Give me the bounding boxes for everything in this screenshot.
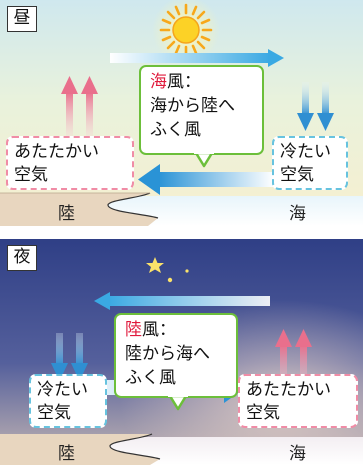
cool-air-line: 冷たい	[280, 142, 331, 162]
night-title: 夜	[7, 245, 37, 271]
cool-air-line: 空気	[280, 165, 314, 185]
warm-air-line: あたたかい	[14, 142, 99, 162]
callout-title-rest: 風：	[142, 320, 176, 340]
upper-wind-arrow	[110, 49, 284, 67]
callout-highlight: 陸	[125, 320, 142, 340]
cool-air-label: 冷たい 空気	[29, 374, 107, 428]
rising-warm-air-arrows	[275, 329, 312, 385]
star-icon	[146, 257, 189, 283]
callout-highlight: 海	[150, 72, 167, 92]
surface-wind-arrow	[138, 164, 274, 195]
land-label: 陸	[58, 204, 75, 224]
cool-air-label: 冷たい 空気	[272, 136, 348, 190]
sinking-cool-air-arrows	[51, 333, 88, 381]
land-label: 陸	[58, 444, 75, 464]
ground	[0, 192, 363, 226]
callout-title: 陸風：	[125, 318, 227, 342]
callout-title-rest: 風：	[167, 72, 201, 92]
sea-breeze-callout: 海風： 海から陸へ ふく風	[139, 65, 264, 155]
warm-air-line: 空気	[14, 165, 48, 185]
sea-label: 海	[289, 444, 306, 464]
callout-line: ふく風	[150, 120, 201, 140]
day-title: 昼	[7, 6, 37, 32]
cool-air-line: 空気	[37, 403, 71, 423]
sinking-cool-air-arrows	[297, 82, 334, 131]
warm-air-label: あたたかい 空気	[238, 374, 358, 428]
rising-warm-air-arrows	[61, 76, 98, 137]
ground	[0, 433, 363, 465]
callout-line: 海から陸へ	[150, 96, 235, 116]
callout-line: 陸から海へ	[125, 344, 210, 364]
cool-air-line: 冷たい	[37, 380, 88, 400]
land-breeze-callout: 陸風： 陸から海へ ふく風	[114, 313, 238, 398]
warm-air-label: あたたかい 空気	[6, 136, 134, 190]
warm-air-line: 空気	[246, 403, 280, 423]
sea-label: 海	[289, 204, 306, 224]
callout-title: 海風：	[150, 70, 253, 94]
callout-line: ふく風	[125, 368, 176, 388]
night-panel: 夜 陸風： 陸から海へ ふく風 冷たい 空気 あたたかい 空気 陸 海	[0, 239, 363, 465]
day-panel: 昼 海風： 海から陸へ ふく風 あたたかい 空気 冷たい 空気 陸 海	[0, 0, 363, 226]
upper-wind-arrow	[94, 292, 270, 310]
sun-icon	[152, 0, 220, 64]
warm-air-line: あたたかい	[246, 380, 331, 400]
